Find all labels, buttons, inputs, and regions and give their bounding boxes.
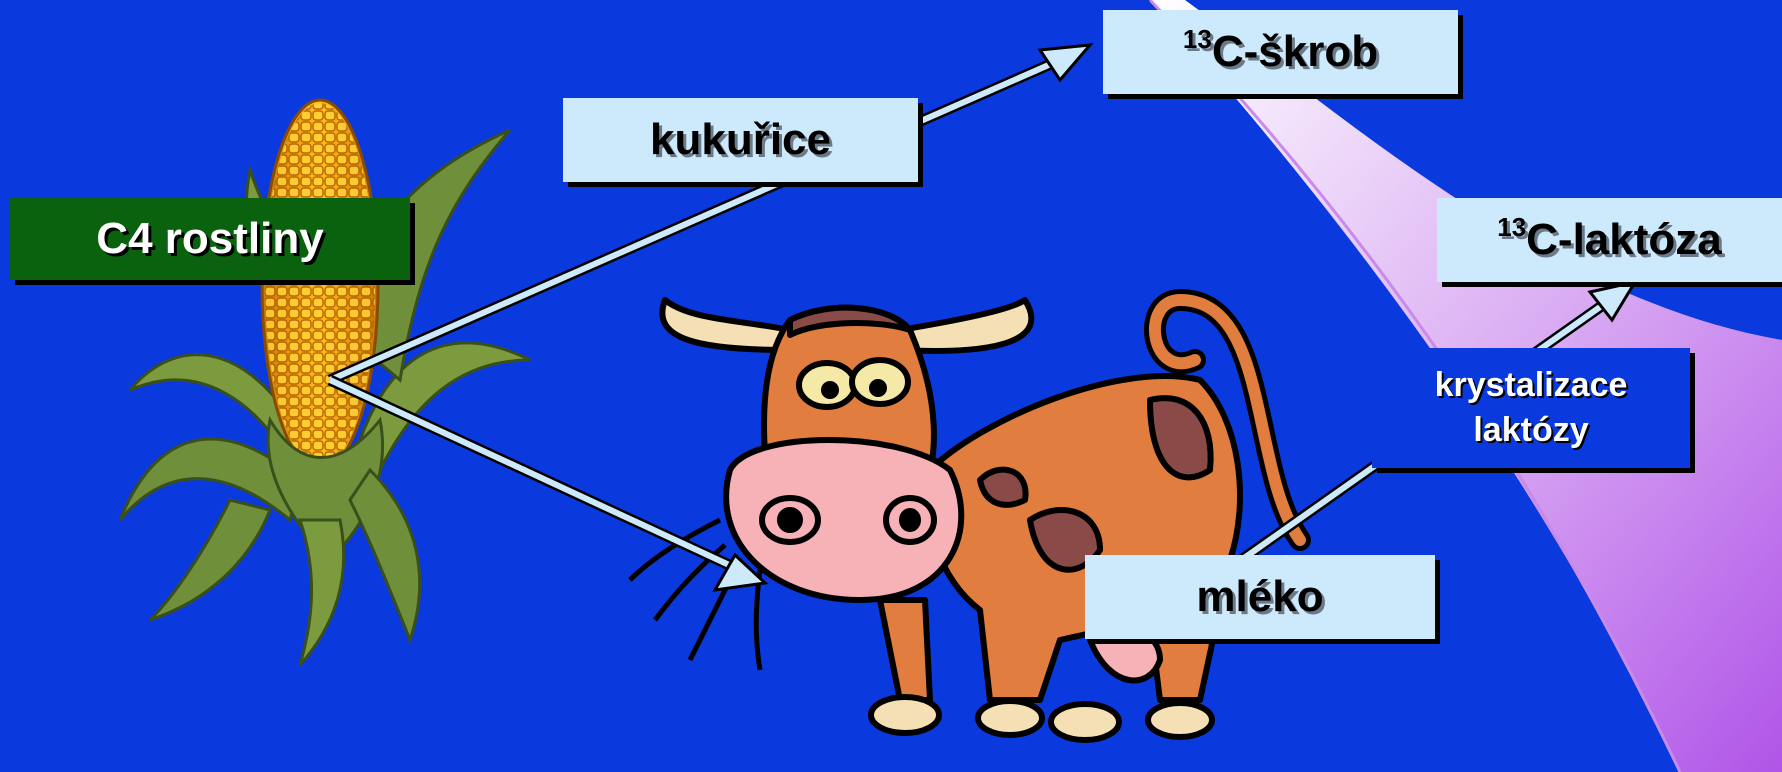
starch-isotope: 13 [1182,24,1212,54]
crystallization-label: krystalizace laktózy [1372,348,1690,468]
crystallization-line2: laktózy [1473,411,1589,449]
lactose-label: 13C-laktóza [1437,198,1782,282]
c4-plants-label: C4 rostliny [10,198,410,280]
milk-label: mléko [1085,555,1435,639]
starch-text: 13C-škrob [1182,24,1379,76]
c4-plants-text: C4 rostliny [96,214,324,263]
lactose-text: 13C-laktóza [1497,212,1722,264]
milk-text: mléko [1196,572,1324,621]
corn-label: kukuřice [563,98,918,182]
corn-cob-icon [118,98,531,666]
cartoon-cow-icon [628,289,1311,743]
lactose-isotope: 13 [1497,212,1527,242]
starch-label: 13C-škrob [1103,10,1458,94]
crystallization-line1: krystalizace [1434,366,1628,404]
corn-text: kukuřice [650,115,831,164]
